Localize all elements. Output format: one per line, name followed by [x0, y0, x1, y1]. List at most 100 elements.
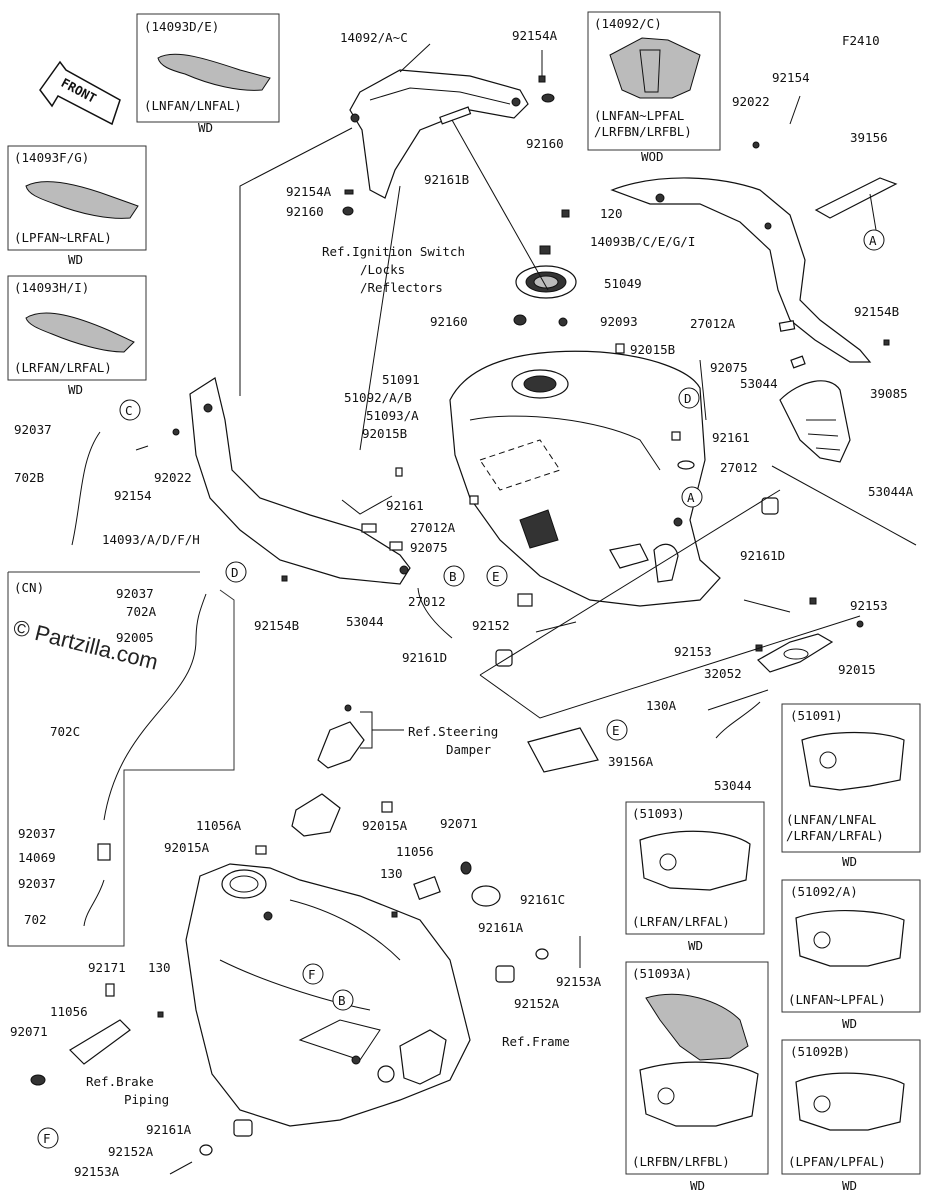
label-14092ac: 14092/A~C [340, 30, 408, 45]
svg-text:(51093): (51093) [632, 806, 685, 821]
label-92161-right: 92161 [712, 430, 750, 445]
inset-box-14092c: (14092/C) (LNFAN~LPFAL /LRFBN/LRFBL) WOD [587, 11, 721, 164]
svg-text:(14092/C): (14092/C) [594, 16, 662, 31]
ref-reflectors: /Reflectors [360, 280, 443, 295]
label-702c: 702C [50, 724, 80, 739]
label-92153-a: 92153 [850, 598, 888, 613]
tube-53044-bottom [715, 701, 761, 739]
inset-box-51093: (51093) (LRFAN/LRFAL) WD [625, 801, 765, 953]
ref-steering: Ref.Steering [408, 724, 498, 739]
inset-box-51092a: (51092/A) (LNFAN~LPFAL) WD [781, 879, 921, 1031]
callout-e-bottom: E [612, 723, 620, 738]
inset-box-14093fg: (14093F/G) (LPFAN~LRFAL) WD [7, 145, 147, 267]
svg-text:WD: WD [690, 1178, 705, 1193]
svg-text:WOD: WOD [641, 149, 664, 164]
svg-text:(LNFAN/LNFAL: (LNFAN/LNFAL [786, 812, 876, 827]
svg-text:(LNFAN~LPFAL: (LNFAN~LPFAL [594, 108, 684, 123]
label-39156a: 39156A [608, 754, 654, 769]
label-92037-cn3: 92037 [18, 876, 56, 891]
ref-locks: /Locks [360, 262, 405, 277]
label-702a: 702A [126, 604, 157, 619]
callout-a-right: A [869, 233, 877, 248]
leader-lines [239, 119, 861, 749]
label-92075-right: 92075 [710, 360, 748, 375]
callout-a-center: A [687, 490, 695, 505]
ref-frame: Ref.Frame [502, 1034, 570, 1049]
svg-text:(LPFAN~LRFAL): (LPFAN~LRFAL) [14, 230, 112, 245]
front-arrow-icon: FRONT [39, 60, 121, 126]
label-27012a-right: 27012A [690, 316, 736, 331]
label-130-left: 130 [148, 960, 171, 975]
svg-text:(51092/A): (51092/A) [790, 884, 858, 899]
label-92152: 92152 [472, 618, 510, 633]
label-14093adfh: 14093/A/D/F/H [102, 532, 200, 547]
svg-text:WD: WD [198, 120, 213, 135]
label-92161-center: 92161 [386, 498, 424, 513]
callout-c-left: C [125, 403, 133, 418]
label-92152a-top: 92152A [514, 996, 560, 1011]
label-53044-bottom: 53044 [714, 778, 752, 793]
label-92015a-left: 92015A [164, 840, 210, 855]
tube-53044-center [417, 587, 453, 639]
label-92160-center: 92160 [430, 314, 468, 329]
side-cover-14093adfh [189, 377, 411, 585]
label-92161c: 92161C [520, 892, 565, 907]
side-cover-14093bcegi [610, 177, 872, 363]
svg-text:(14093F/G): (14093F/G) [14, 150, 89, 165]
callout-b-center: B [449, 569, 457, 584]
label-92161b: 92161B [424, 172, 469, 187]
ref-piping: Piping [124, 1092, 169, 1107]
label-130-top: 130 [380, 866, 403, 881]
svg-text:(14093D/E): (14093D/E) [144, 19, 219, 34]
svg-text:/LRFBN/LRFBL): /LRFBN/LRFBL) [594, 124, 692, 139]
svg-text:(14093H/I): (14093H/I) [14, 280, 89, 295]
svg-text:(51093A): (51093A) [632, 966, 692, 981]
fuel-cap-51049 [515, 245, 577, 299]
label-92154b-center: 92154B [254, 618, 299, 633]
svg-text:WD: WD [68, 382, 83, 397]
label-92037-cn: 92037 [116, 586, 154, 601]
label-27012a-center: 27012A [410, 520, 456, 535]
label-92015b-right: 92015B [630, 342, 675, 357]
inset-box-51091: (51091) (LNFAN/LNFAL /LRFAN/LRFAL) WD [781, 703, 921, 869]
label-92161d-center: 92161D [402, 650, 447, 665]
callout-f-left: F [43, 1131, 51, 1146]
inset-box-51093a: (51093A) (LRFBN/LRFBL) WD [625, 961, 769, 1193]
label-92154b-right: 92154B [854, 304, 899, 319]
label-92005: 92005 [116, 630, 154, 645]
label-14093bcegi: 14093B/C/E/G/I [590, 234, 695, 249]
label-92022-right: 92022 [732, 94, 770, 109]
label-92160-top: 92160 [526, 136, 564, 151]
fuel-tank-lower [185, 863, 471, 1127]
label-92093: 92093 [600, 314, 638, 329]
svg-text:(51092B): (51092B) [790, 1044, 850, 1059]
label-53044-center: 53044 [346, 614, 384, 629]
label-92022-left: 92022 [154, 470, 192, 485]
bolt-92154a-top [538, 50, 546, 83]
sticker-39156a [527, 727, 599, 773]
label-92154-right: 92154 [772, 70, 810, 85]
cover-14092 [349, 43, 529, 199]
label-92153a-top: 92153A [556, 974, 602, 989]
svg-text:(CN): (CN) [14, 580, 44, 595]
label-92075-center: 92075 [410, 540, 448, 555]
label-92153-b: 92153 [674, 644, 712, 659]
svg-text:(51091): (51091) [790, 708, 843, 723]
damper-92161c [471, 885, 501, 907]
ref-ignition-switch: Ref.Ignition Switch [322, 244, 465, 259]
label-92161a-top: 92161A [478, 920, 524, 935]
valve-14069 [97, 843, 111, 861]
ref-brake: Ref.Brake [86, 1074, 154, 1089]
label-92154-left: 92154 [114, 488, 152, 503]
bracket-32052 [757, 633, 834, 673]
label-92161a-bottom: 92161A [146, 1122, 192, 1137]
label-51091: 51091 [382, 372, 420, 387]
svg-text:(LNFAN~LPFAL): (LNFAN~LPFAL) [788, 992, 886, 1007]
inset-box-cn: (CN) [7, 571, 235, 947]
inset-box-14093hi: (14093H/I) (LRFAN/LRFAL) WD [7, 275, 147, 397]
label-702: 702 [24, 912, 47, 927]
label-702b: 702B [14, 470, 44, 485]
label-11056a: 11056A [196, 818, 242, 833]
label-92071-top: 92071 [440, 816, 478, 831]
